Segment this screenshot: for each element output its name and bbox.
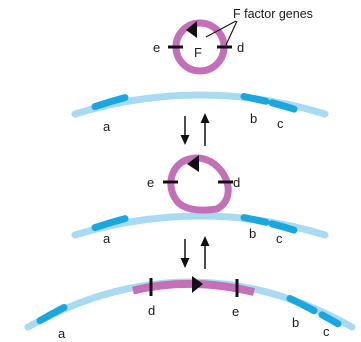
gene-b-segment: [244, 97, 266, 102]
up-arrow-icon: [201, 236, 210, 246]
integrated-gene-d-label: d: [148, 303, 155, 318]
annotation-pointer-line-2: [226, 21, 237, 45]
equilibrium-arrows-1: [181, 113, 210, 146]
integrated-gene-e-label: e: [232, 304, 239, 319]
gene-a-label: a: [103, 119, 111, 134]
down-arrow-icon: [181, 135, 190, 145]
gene-c-label: c: [277, 116, 284, 131]
panel-free-plasmid: e d F F factor genes a b c: [75, 7, 325, 134]
plasmid-f-label: F: [194, 45, 202, 60]
plasmid-gene-d-label: d: [237, 40, 244, 55]
integrated-direction-arrow-icon: [192, 276, 203, 293]
gene-b-label: b: [250, 111, 257, 126]
plasmid-gene-e-label: e: [153, 40, 160, 55]
gene-b-segment: [244, 218, 266, 223]
gene-a-label: a: [103, 231, 111, 246]
down-arrow-icon: [181, 258, 190, 268]
gene-c-label: c: [323, 324, 330, 339]
panel-plasmid-docking: e d a b c: [75, 155, 325, 246]
plasmid-gene-e-label: e: [147, 175, 154, 190]
gene-a-label: a: [58, 326, 66, 341]
f-plasmid-loop: [171, 158, 228, 210]
f-factor-genes-annotation: F factor genes: [233, 7, 313, 21]
panel-integrated-f-factor: d e a b c: [28, 276, 352, 341]
plasmid-gene-d-label: d: [233, 175, 240, 190]
gene-c-label: c: [276, 231, 283, 246]
gene-b-label: b: [249, 226, 256, 241]
equilibrium-arrows-2: [181, 236, 210, 269]
gene-b-label: b: [292, 315, 299, 330]
up-arrow-icon: [201, 113, 210, 123]
